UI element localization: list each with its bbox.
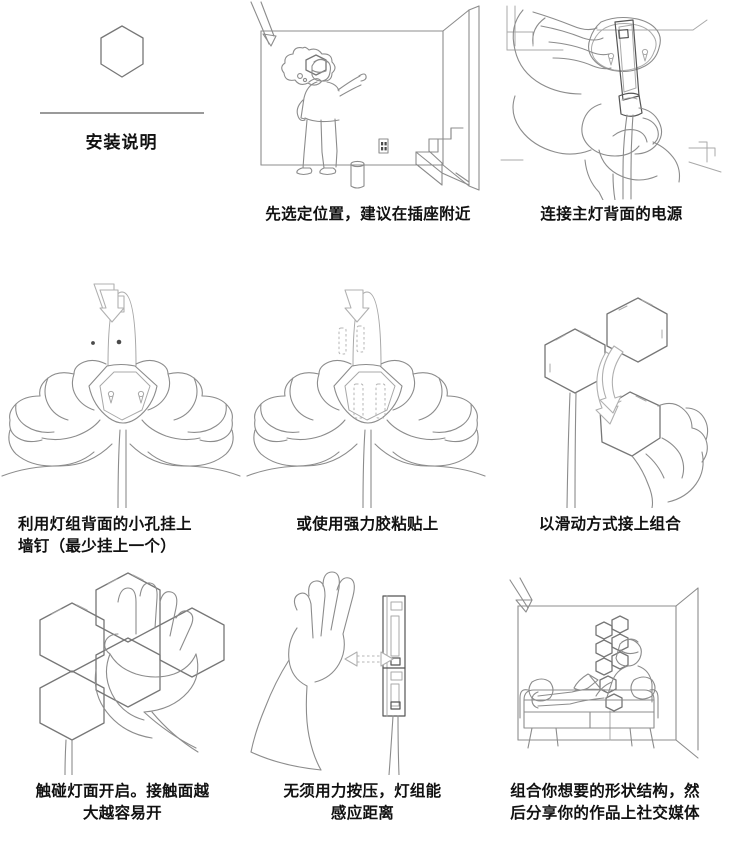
step-6-caption-line-2: 大越容易开 xyxy=(82,805,162,823)
step-3-caption-line-2: 墙钉（最少挂上一个） xyxy=(18,538,177,556)
steps-row-1: 安装说明 xyxy=(0,0,730,280)
hexagon-icon xyxy=(99,25,144,78)
step-3: 利用灯组背面的小孔挂上 墙钉（最少挂上一个） xyxy=(0,280,245,570)
title-block: 安装说明 xyxy=(0,0,243,280)
step-7-caption-line-2: 感应距离 xyxy=(330,805,395,823)
step-2-caption: 连接主灯背面的电源 xyxy=(540,206,683,223)
step-8-caption-line-2: 后分享你的作品上社交媒体 xyxy=(510,805,700,823)
step-8-illustration xyxy=(480,570,730,775)
step-2-caption-area: 连接主灯背面的电源 xyxy=(493,200,730,242)
room-person-choosing-wall-position-drawing xyxy=(250,1,480,191)
step-7-caption-area: 无须用力按压，灯组能 感应距离 xyxy=(245,775,480,839)
step-8-caption-area: 组合你想要的形状结构，然 后分享你的作品上社交媒体 xyxy=(480,775,730,839)
step-5: 以滑动方式接上组合 xyxy=(490,280,730,570)
step-1-caption-area: 先选定位置，建议在插座附近 xyxy=(243,200,493,242)
step-3-caption-line-1: 利用灯组背面的小孔挂上 xyxy=(18,516,192,533)
page-title: 安装说明 xyxy=(85,133,158,152)
touch-to-switch-on-drawing xyxy=(39,572,225,775)
title-divider xyxy=(39,112,204,114)
step-6: 触碰灯面开启。接触面越 大越容易开 xyxy=(0,570,245,839)
step-6-illustration xyxy=(0,570,245,775)
step-5-caption: 以滑动方式接上组合 xyxy=(538,516,682,533)
step-4-caption-area: 或使用强力胶粘贴上 xyxy=(245,508,490,570)
hands-connecting-power-drawing xyxy=(500,5,722,200)
step-1: 先选定位置，建议在插座附近 xyxy=(243,0,493,280)
living-room-result-drawing xyxy=(509,577,699,759)
sliding-tile-connect-drawing xyxy=(544,297,709,508)
step-7-illustration xyxy=(245,570,480,775)
step-3-caption-area: 利用灯组背面的小孔挂上 墙钉（最少挂上一个） xyxy=(0,508,245,570)
step-1-illustration xyxy=(243,0,493,200)
steps-row-2: 利用灯组背面的小孔挂上 墙钉（最少挂上一个） xyxy=(0,280,730,570)
step-7: 无须用力按压，灯组能 感应距离 xyxy=(245,570,480,839)
adhesive-mounting-drawing xyxy=(246,289,486,508)
step-8-caption-line-1: 组合你想要的形状结构，然 xyxy=(510,783,700,800)
step-6-caption-line-1: 触碰灯面开启。接触面越 xyxy=(35,783,210,800)
step-5-illustration xyxy=(490,280,730,508)
step-2: 连接主灯背面的电源 xyxy=(493,0,730,280)
step-1-caption: 先选定位置，建议在插座附近 xyxy=(265,206,471,223)
step-3-illustration xyxy=(0,280,245,508)
brand-logo xyxy=(0,22,243,104)
proximity-sensing-drawing xyxy=(250,571,406,775)
step-7-caption-line-1: 无须用力按压，灯组能 xyxy=(283,783,442,800)
step-8: 组合你想要的形状结构，然 后分享你的作品上社交媒体 xyxy=(480,570,730,839)
step-6-caption-area: 触碰灯面开启。接触面越 大越容易开 xyxy=(0,775,245,839)
hanging-on-wall-nails-drawing xyxy=(1,283,241,508)
step-2-illustration xyxy=(493,0,730,200)
step-5-caption-area: 以滑动方式接上组合 xyxy=(490,508,730,570)
step-4-caption: 或使用强力胶粘贴上 xyxy=(296,516,439,533)
step-4-illustration xyxy=(245,280,490,508)
step-4: 或使用强力胶粘贴上 xyxy=(245,280,490,570)
steps-row-3: 触碰灯面开启。接触面越 大越容易开 xyxy=(0,570,730,839)
